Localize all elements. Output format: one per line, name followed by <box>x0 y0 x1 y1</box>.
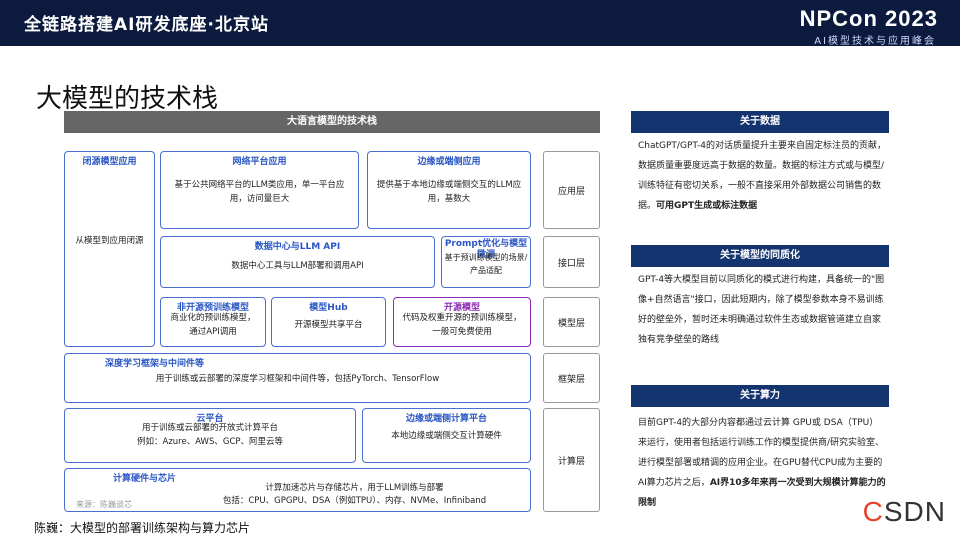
box-title: 网络平台应用 <box>232 157 287 167</box>
box-title: 模型Hub <box>309 303 348 313</box>
source-note: 来源：陈巍谈芯 <box>76 500 132 509</box>
box-text: 代码及权重开源的预训练模型，一般可免费使用 <box>402 313 522 337</box>
layer-interface: 接口层 <box>543 236 600 288</box>
homog-text: GPT-4等大模型目前以同质化的模式进行构建，具备统一的"图像+自然语言"接口，… <box>638 275 885 345</box>
box-text: 基于预训练模型的场景/产品适配 <box>444 253 528 275</box>
top-banner: 全链路搭建AI研发底座·北京站 NPCon 2023 AI模型技术与应用峰会 <box>0 0 960 47</box>
data-header: 关于数据 <box>631 111 889 133</box>
box-text: 例如：Azure、AWS、GCP、阿里云等 <box>137 437 283 447</box>
box-title: 非开源预训练模型 <box>176 303 249 313</box>
page-title: 大模型的技术栈 <box>36 84 219 114</box>
box-text: 提供基于本地边缘或端侧交互的LLM应用，基数大 <box>376 180 522 204</box>
edge-app-box: 边缘或端侧应用 提供基于本地边缘或端侧交互的LLM应用，基数大 <box>367 151 531 229</box>
layer-framework: 框架层 <box>543 353 600 403</box>
dc-api-box: 数据中心与LLM API 数据中心工具与LLM部署和调用API <box>160 236 435 288</box>
edge-compute-box: 边缘或端侧计算平台 本地边缘或端侧交互计算硬件 <box>362 408 531 463</box>
box-title: 数据中心与LLM API <box>254 242 341 252</box>
compute-header: 关于算力 <box>631 385 889 407</box>
homog-header: 关于模型的同质化 <box>631 245 889 267</box>
box-text: 数据中心工具与LLM部署和调用API <box>231 261 364 271</box>
npcon-subtitle: AI模型技术与应用峰会 <box>814 36 936 47</box>
box-title: 边缘或端侧应用 <box>417 157 481 167</box>
box-title: 边缘或端侧计算平台 <box>405 414 487 424</box>
csdn-logo: CSDN <box>862 496 946 527</box>
hardware-box: 计算硬件与芯片 计算加速芯片与存储芯片，用于LLM训练与部署 包括：CPU、GP… <box>64 468 531 512</box>
layer-compute: 计算层 <box>543 408 600 512</box>
box-title: 深度学习框架与中间件等 <box>105 359 205 369</box>
box-title: 开源模型 <box>443 303 480 313</box>
stack-header: 大语言模型的技术栈 <box>64 111 600 133</box>
box-text: 从模型到应用闭源 <box>75 236 144 246</box>
box-text: 用于训练或云部署的深度学习框架和中间件等，包括PyTorch、TensorFlo… <box>155 374 440 384</box>
box-text: 包括：CPU、GPGPU、DSA（例如TPU）、内存、NVMe、Infiniba… <box>222 496 487 506</box>
layer-app: 应用层 <box>543 151 600 229</box>
npcon-logo: NPCon 2023 <box>799 6 938 31</box>
compute-text: 目前GPT-4的大部分内容都通过云计算 GPU或 DSA（TPU）来运行，使用者… <box>638 418 886 508</box>
cloud-platform-box: 云平台 用于训练或云部署的开放式计算平台 例如：Azure、AWS、GCP、阿里… <box>64 408 356 463</box>
box-title: 闭源模型应用 <box>82 157 137 167</box>
box-title: 云平台 <box>196 414 224 424</box>
closed-model-app-box: 闭源模型应用 从模型到应用闭源 <box>64 151 155 347</box>
prompt-tuning-box: Prompt优化与模型微调 基于预训练模型的场景/产品适配 <box>441 236 531 288</box>
box-text: 开源模型共享平台 <box>294 320 363 330</box>
model-hub-box: 模型Hub 开源模型共享平台 <box>271 297 386 347</box>
box-text: 基于公共网络平台的LLM类应用，单一平台应用，访问量巨大 <box>174 180 345 204</box>
framework-box: 深度学习框架与中间件等 用于训练或云部署的深度学习框架和中间件等，包括PyTor… <box>64 353 531 403</box>
data-text: ChatGPT/GPT-4的对话质量提升主要来自固定标注员的贡献，数据质量重要度… <box>638 141 887 211</box>
web-app-box: 网络平台应用 基于公共网络平台的LLM类应用，单一平台应用，访问量巨大 <box>160 151 359 229</box>
box-title: Prompt优化与模型微调 <box>444 239 528 260</box>
nonopen-model-box: 非开源预训练模型 商业化的预训练模型，通过API调用 <box>160 297 266 347</box>
box-text: 用于训练或云部署的开放式计算平台 <box>141 423 278 433</box>
layer-model: 模型层 <box>543 297 600 347</box>
event-title: 全链路搭建AI研发底座·北京站 <box>24 15 269 35</box>
box-text: 商业化的预训练模型，通过API调用 <box>170 313 256 337</box>
slide-caption: 陈巍：大模型的部署训练架构与算力芯片 <box>34 521 251 535</box>
open-model-box: 开源模型 代码及权重开源的预训练模型，一般可免费使用 <box>393 297 531 347</box>
box-text: 计算加速芯片与存储芯片，用于LLM训练与部署 <box>265 483 444 493</box>
box-title: 计算硬件与芯片 <box>113 474 177 484</box>
box-text: 本地边缘或端侧交互计算硬件 <box>391 431 502 441</box>
